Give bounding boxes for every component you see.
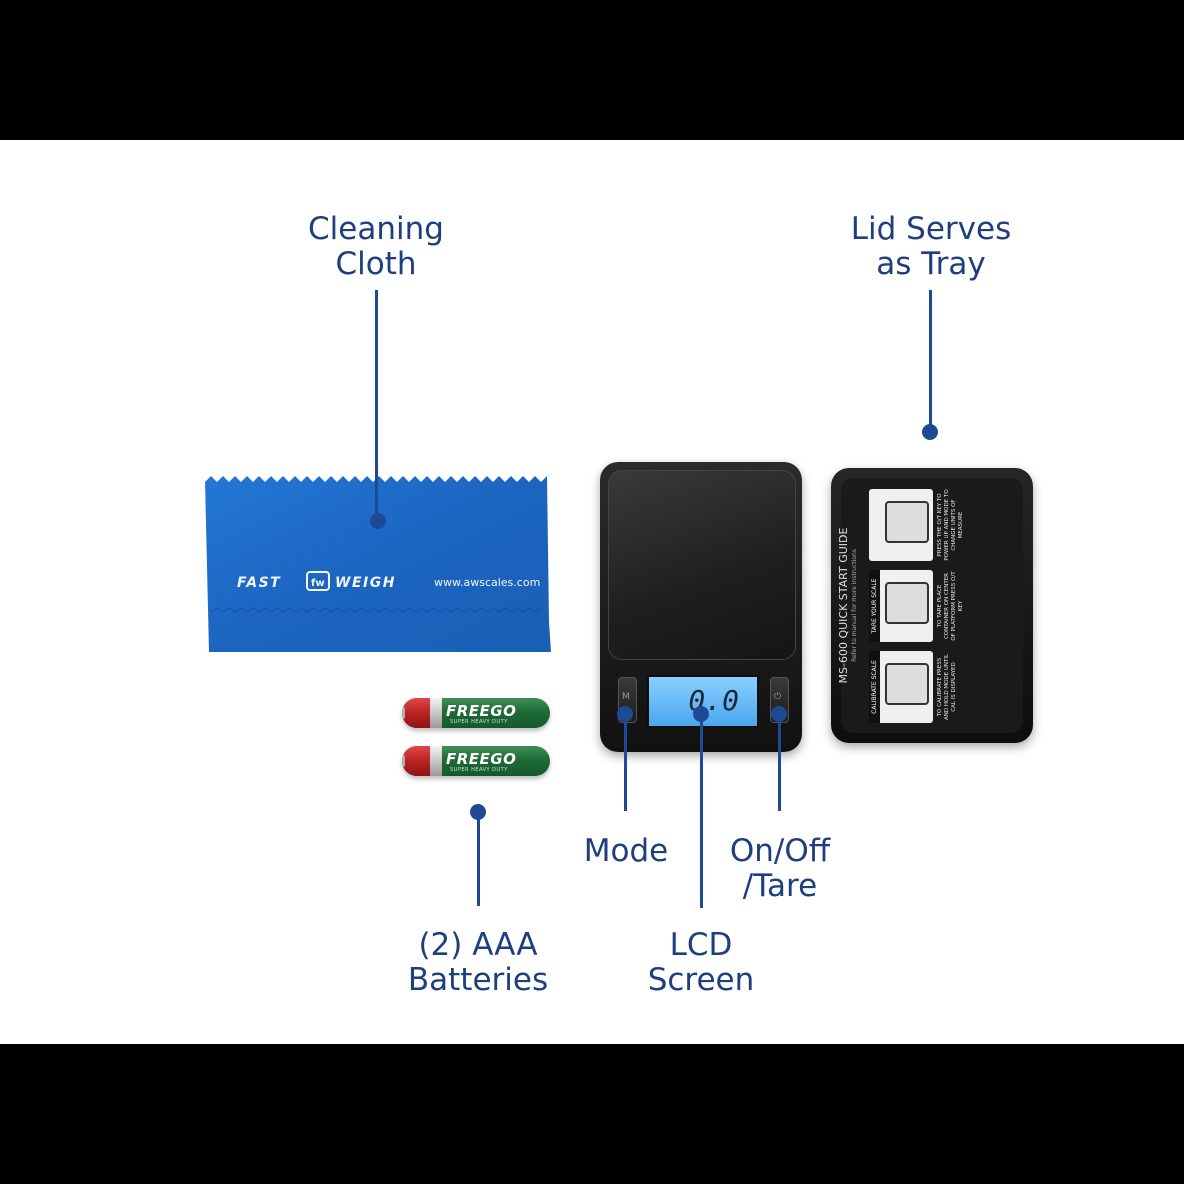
battery-subtitle: SUPER HEAVY DUTY [450, 767, 508, 773]
lcd-callout-line [700, 715, 703, 908]
pocket-scale: M 0.0 ⏻ [600, 462, 802, 752]
guide-subtitle: Refer to manual for more instructions [851, 549, 858, 662]
scale-lid: MS-600 QUICK START GUIDE Refer to manual… [831, 468, 1033, 743]
svg-text:fw: fw [311, 578, 325, 589]
fastweigh-logo: FAST fw WEIGH [237, 571, 396, 591]
weighing-platform [608, 470, 796, 660]
on-off-tare-label: On/Off/Tare [729, 833, 831, 904]
battery-brand: FREEGO [446, 702, 517, 720]
battery: FREEGO SUPER HEAVY DUTY [402, 746, 550, 776]
guide-step [869, 489, 933, 561]
guide-title: MS-600 QUICK START GUIDE [837, 527, 850, 684]
battery-brand: FREEGO [446, 750, 517, 768]
cloth-website: www.awscales.com [434, 576, 540, 589]
tare-callout-dot [771, 706, 787, 722]
mode-label: Mode [583, 833, 669, 869]
guide-step: TARE YOUR SCALE [869, 570, 933, 642]
mode-callout-dot [617, 706, 633, 722]
quick-start-guide: MS-600 QUICK START GUIDE Refer to manual… [831, 478, 1013, 733]
mode-callout-line [624, 715, 627, 811]
lid-callout-dot [922, 424, 938, 440]
cloth-pointer-dot [370, 513, 386, 529]
power-icon: ⏻ [774, 692, 782, 702]
battery-callout-line [477, 812, 480, 906]
lid-callout-line [929, 290, 932, 432]
battery: FREEGO SUPER HEAVY DUTY [402, 698, 550, 728]
cloth-brand-left: FAST [237, 575, 281, 591]
guide-step-text: TO TARE PLACE CONTAINER ON CENTER OF PLA… [937, 571, 964, 641]
cleaning-cloth: FAST fw WEIGH www.awscales.com [205, 476, 551, 652]
battery-callout-dot [470, 804, 486, 820]
guide-step: CALIBRATE SCALE [869, 651, 933, 723]
lcd-callout-dot [693, 706, 709, 722]
cloth-brand-right: WEIGH [335, 575, 396, 591]
cloth-callout-line [375, 290, 378, 520]
guide-step-text: PRESS THE O/T KEY TO POWER UP AND MODE T… [937, 489, 964, 561]
tare-callout-line [778, 715, 781, 811]
guide-step-text: TO CALIBRATE PRESS AND HOLD MODE UNTIL C… [937, 653, 957, 721]
battery-subtitle: SUPER HEAVY DUTY [450, 719, 508, 725]
